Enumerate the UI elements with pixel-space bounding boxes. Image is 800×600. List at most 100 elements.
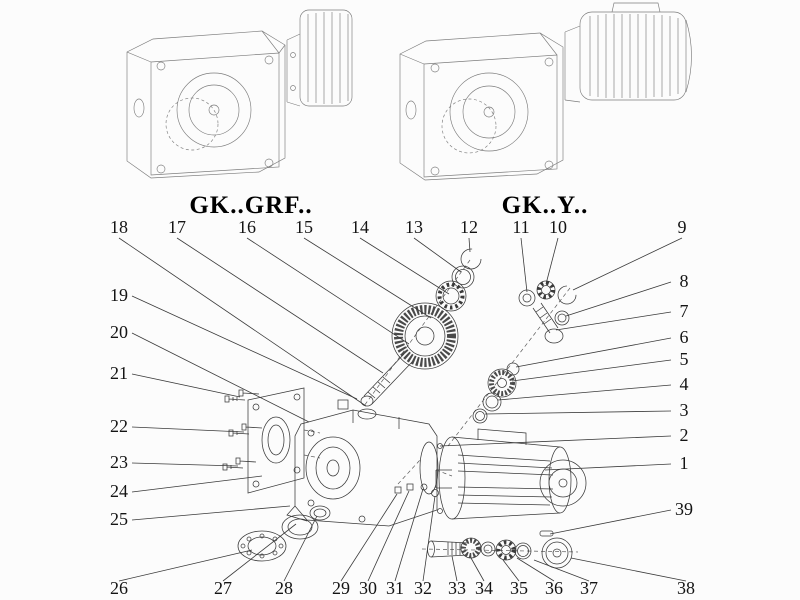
leader-line-30: [367, 490, 410, 582]
leader-line-24: [131, 475, 263, 493]
breather-boss: [337, 399, 349, 410]
leader-line-38: [570, 557, 687, 582]
callout-number-28: 28: [275, 578, 293, 598]
callout-number-39: 39: [675, 499, 693, 519]
bevel-pinion-assembly: [447, 280, 577, 447]
callout-number-1: 1: [680, 453, 689, 473]
input-bore: [357, 408, 377, 420]
callout-number-18: 18: [110, 217, 128, 237]
callout-number-29: 29: [332, 578, 350, 598]
coupling-sleeve: [518, 289, 536, 307]
gearbox-grf-drawing: [126, 9, 353, 179]
gearbox-y-drawing: [399, 2, 692, 181]
leader-line-35: [502, 559, 520, 582]
leader-line-36: [516, 557, 555, 582]
callout-number-16: 16: [238, 217, 256, 237]
output-bore: [305, 436, 361, 500]
leader-lines: [118, 237, 687, 582]
callout-number-14: 14: [351, 217, 369, 237]
callout-number-35: 35: [510, 578, 528, 598]
leader-line-33: [451, 555, 458, 582]
leader-line-27: [222, 523, 297, 582]
leader-line-16: [246, 237, 410, 345]
shim-ring: [451, 265, 475, 289]
spacer-ring: [554, 310, 570, 326]
input-gear-assembly: [360, 248, 482, 407]
leader-line-39: [549, 509, 672, 535]
callout-number-2: 2: [680, 425, 689, 445]
motor: [435, 428, 587, 520]
leader-line-26: [118, 549, 253, 582]
small-circlip: [557, 285, 577, 305]
callout-number-30: 30: [359, 578, 377, 598]
callout-number-32: 32: [414, 578, 432, 598]
motor-flange: [438, 436, 466, 520]
callout-number-15: 15: [295, 217, 313, 237]
callout-number-23: 23: [110, 452, 128, 472]
motor-shaft: [435, 469, 452, 489]
shaft-spacer: [480, 541, 496, 557]
fan-cover: [539, 459, 587, 507]
output-shaft: [430, 540, 469, 558]
callout-number-36: 36: [545, 578, 563, 598]
callout-number-19: 19: [110, 285, 128, 305]
leader-line-9: [572, 237, 683, 291]
callout-number-5: 5: [680, 349, 689, 369]
callout-number-33: 33: [448, 578, 466, 598]
leader-line-19: [131, 295, 358, 400]
callout-number-7: 7: [680, 301, 689, 321]
leader-line-13: [413, 237, 462, 273]
callout-number-34: 34: [475, 578, 493, 598]
callout-number-8: 8: [680, 271, 689, 291]
callout-number-27: 27: [214, 578, 232, 598]
terminal-box: [477, 428, 527, 445]
callout-number-24: 24: [110, 481, 128, 501]
leader-line-34: [470, 557, 485, 582]
leader-line-14: [359, 237, 450, 295]
leader-line-18: [118, 237, 367, 407]
bevel-gear: [487, 368, 517, 398]
shaft-ring: [514, 542, 532, 560]
retaining-ring: [309, 505, 331, 521]
pinion-shaft: [363, 353, 413, 405]
caption-gk-y: GK..Y..: [502, 192, 589, 219]
input-cover-ribbed: [299, 9, 353, 107]
callout-number-26: 26: [110, 578, 128, 598]
leader-line-31: [394, 488, 424, 582]
ball-bearing: [435, 280, 467, 312]
callout-number-9: 9: [678, 217, 687, 237]
callout-number-13: 13: [405, 217, 423, 237]
leader-line-11: [520, 237, 528, 293]
shaft-bearing: [495, 539, 517, 561]
leader-line-4: [497, 384, 672, 401]
leader-line-29: [340, 493, 398, 582]
motor-mount-fasteners: [394, 459, 453, 497]
leader-line-1: [544, 463, 672, 471]
gear-housing: [286, 399, 439, 527]
flange-bolts: [222, 389, 263, 471]
callout-number-22: 22: [110, 416, 128, 436]
leader-line-32: [422, 495, 436, 582]
gear-cover-circle: [176, 72, 252, 148]
caption-gk-grf: GK..GRF..: [189, 192, 312, 219]
callout-number-10: 10: [549, 217, 567, 237]
callout-number-12: 12: [460, 217, 478, 237]
oil-seal-ring: [281, 514, 319, 540]
leader-line-23: [131, 462, 239, 467]
callout-number-6: 6: [680, 327, 689, 347]
leader-line-8: [565, 281, 672, 317]
leader-line-28: [283, 515, 318, 582]
motor-body-drawing: [579, 11, 687, 101]
callout-number-11: 11: [512, 217, 529, 237]
leader-line-15: [303, 237, 432, 319]
output-shaft-assembly: [421, 530, 579, 569]
bevel-shaft: [532, 302, 559, 334]
leader-line-5: [511, 359, 672, 382]
exploded-view: [222, 248, 587, 569]
leader-line-37: [533, 559, 590, 582]
leader-line-20: [131, 332, 310, 423]
callout-number-37: 37: [580, 578, 598, 598]
flange-plate: [247, 387, 321, 494]
